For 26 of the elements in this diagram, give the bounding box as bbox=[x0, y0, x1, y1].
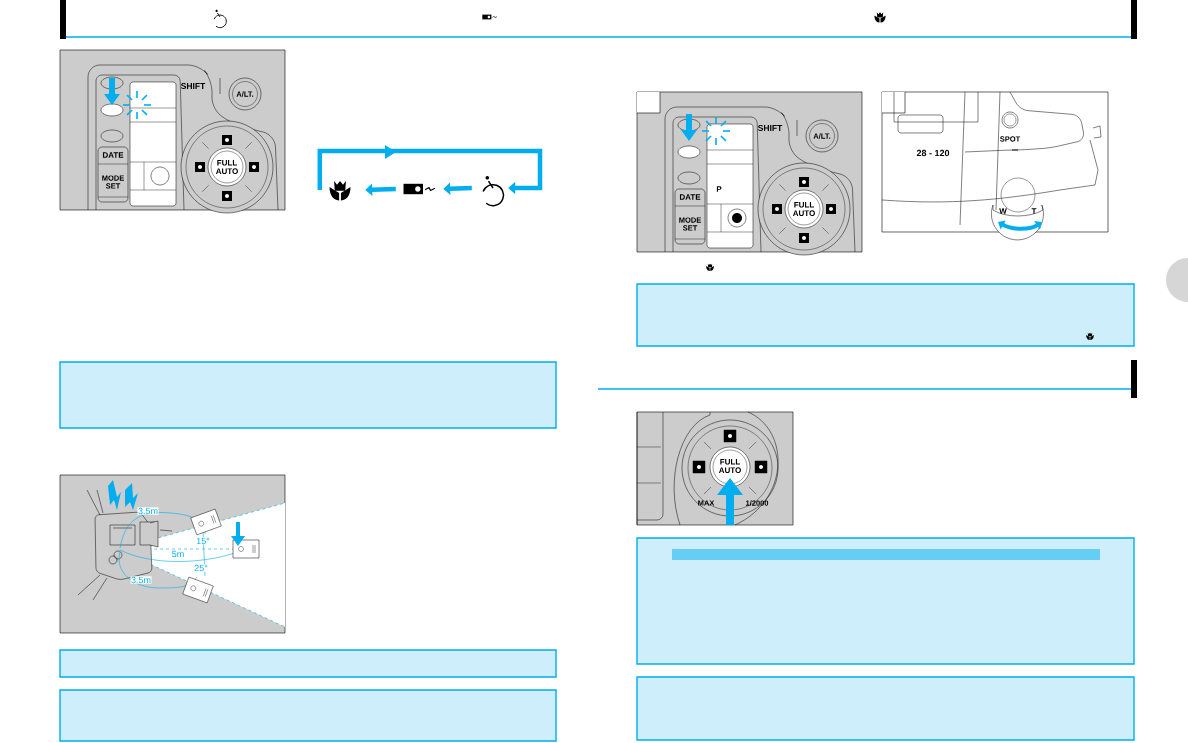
camera-label: 3.5m bbox=[137, 507, 159, 515]
note-box bbox=[636, 283, 1135, 347]
arrow bbox=[317, 145, 543, 195]
camera-label: DATE bbox=[102, 152, 124, 158]
macro-icon bbox=[329, 181, 351, 201]
note-box bbox=[59, 361, 557, 429]
camera-label: 5m bbox=[171, 550, 185, 558]
note-box bbox=[636, 537, 1135, 665]
camera-label: DATE bbox=[679, 194, 701, 200]
camera-label: SHIFT bbox=[758, 125, 783, 131]
camera-label: W bbox=[999, 208, 1007, 214]
note-box bbox=[59, 649, 557, 678]
note-box bbox=[636, 676, 1135, 741]
note-box bbox=[59, 689, 557, 742]
camera-label: 28 - 120 bbox=[916, 149, 950, 157]
remote-control-icon bbox=[403, 183, 436, 195]
camera-label: 15° bbox=[195, 537, 211, 545]
camera-label: P bbox=[716, 186, 722, 192]
camera-label: FULL AUTO bbox=[215, 160, 238, 174]
self-timer-icon bbox=[482, 176, 505, 207]
camera-label: SHIFT bbox=[181, 83, 206, 89]
camera-label: 25° bbox=[193, 564, 209, 572]
camera-label: 3.5m bbox=[130, 576, 152, 584]
camera-label: FULL AUTO bbox=[792, 202, 815, 216]
camera-label: FULL AUTO bbox=[718, 459, 741, 473]
camera-label: T bbox=[1031, 208, 1037, 214]
